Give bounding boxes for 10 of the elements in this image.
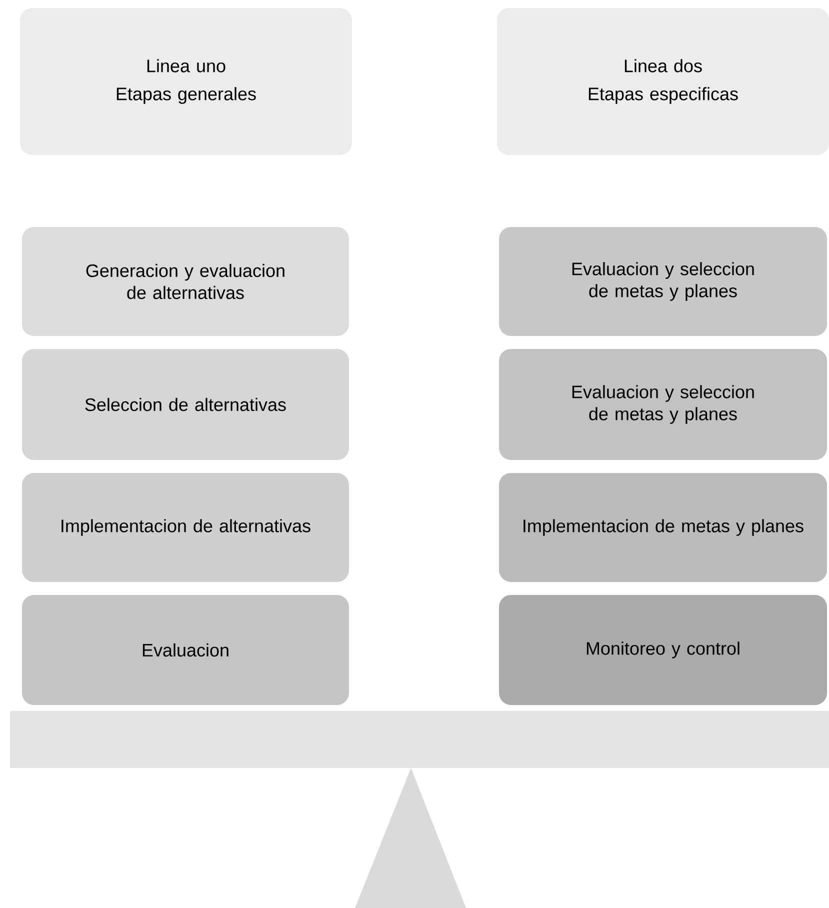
stage-box: Generacion y evaluacion de alternativas (22, 227, 349, 336)
stage-box: Seleccion de alternativas (22, 349, 349, 460)
stage-box: Implementacion de alternativas (22, 473, 349, 582)
heading-box: Linea uno Etapas generales (20, 8, 352, 155)
stage-box: Evaluacion (22, 595, 349, 705)
stage-box: Monitoreo y control (499, 595, 827, 705)
heading-box: Linea dos Etapas especificas (497, 8, 829, 155)
stage-box: Evaluacion y seleccion de metas y planes (499, 349, 827, 460)
stage-box: Evaluacion y seleccion de metas y planes (499, 227, 827, 336)
stage-box: Implementacion de metas y planes (499, 473, 827, 582)
